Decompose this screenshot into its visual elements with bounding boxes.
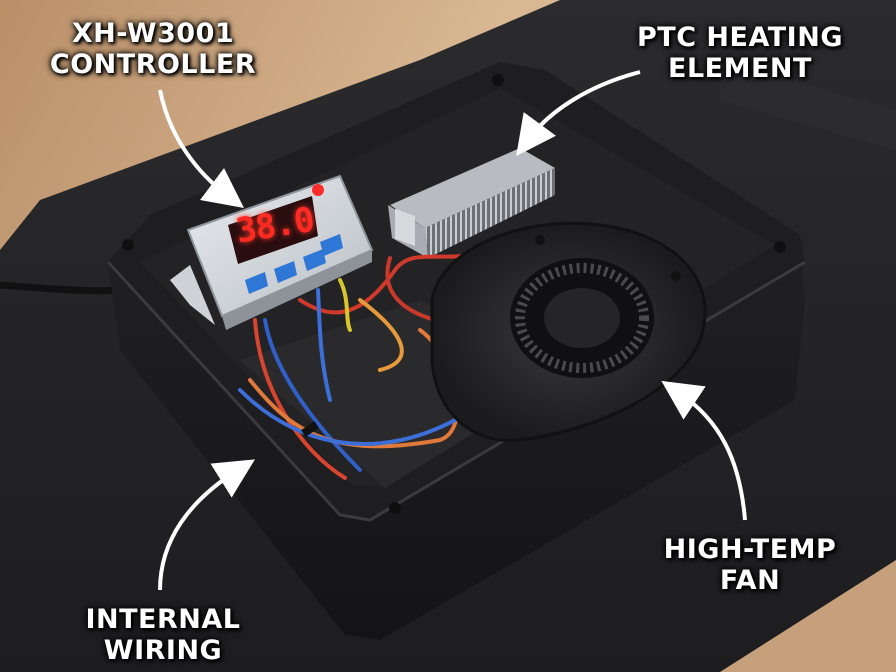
ptc-heating-label: PTC HEATING ELEMENT <box>637 22 843 84</box>
power-cable <box>0 281 116 295</box>
controller-arrow <box>158 89 244 209</box>
controller-label: XH-W3001 CONTROLLER <box>49 18 257 80</box>
ptc-heater <box>388 148 555 258</box>
ptc-arrow <box>516 70 641 157</box>
fan-label: HIGH-TEMP FAN <box>663 534 837 596</box>
wiring-arrow <box>158 459 255 591</box>
xh-w3001-controller <box>170 174 374 330</box>
wiring-label: INTERNAL WIRING <box>85 604 241 666</box>
blower-fan <box>430 221 707 442</box>
fan-arrow <box>661 380 747 521</box>
